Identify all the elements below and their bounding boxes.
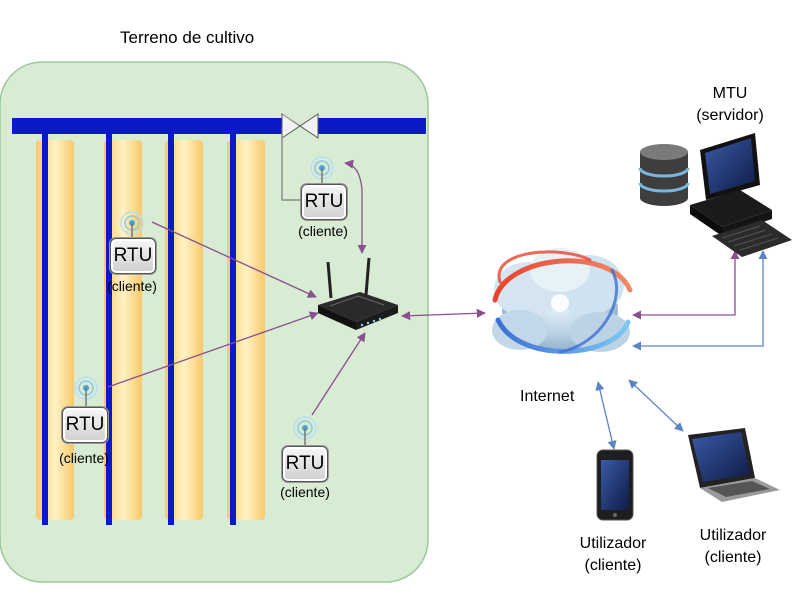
wifi-icon — [310, 156, 334, 188]
laptop-icon — [688, 428, 780, 502]
internet-phone-link — [595, 381, 617, 450]
internet-connections — [595, 250, 768, 450]
rtu-box: RTU — [62, 407, 108, 443]
field-title: Terreno de cultivo — [120, 28, 255, 47]
wifi-icon — [74, 376, 98, 406]
user-laptop-label: Utilizador — [699, 527, 767, 544]
user-phone-label: Utilizador — [579, 535, 647, 552]
crop-strip — [227, 140, 265, 520]
internet-laptop-link — [628, 379, 684, 432]
rtu-box: RTU — [110, 238, 156, 274]
wifi-icon — [120, 211, 144, 239]
rtu-top-link — [344, 159, 367, 254]
vertical-pipe — [42, 132, 48, 525]
internet-mtu-purple-link — [632, 250, 740, 320]
wifi-icon — [293, 416, 317, 446]
router-icon — [318, 257, 398, 330]
valve-icon — [281, 113, 319, 139]
rtu-bottom-link — [311, 332, 366, 416]
user-phone-sublabel: (cliente) — [584, 557, 642, 574]
main-pipe-right — [318, 118, 426, 134]
rtu-left-bottom-link — [107, 311, 319, 388]
mtu-label: MTU — [712, 85, 748, 102]
router-internet-link — [401, 308, 486, 321]
phone-icon — [596, 449, 634, 521]
main-pipe-left — [12, 118, 282, 134]
internet-mtu-blue-link — [632, 250, 768, 351]
rtu-sublabel: (cliente) — [280, 484, 330, 500]
vertical-pipe — [106, 132, 112, 525]
cloud-icon — [492, 248, 633, 354]
rtu-box: RTU — [282, 446, 328, 482]
irrigation-pipes — [12, 118, 426, 525]
rtu-sublabel: (cliente) — [107, 278, 157, 294]
mtu-sublabel: (servidor) — [696, 107, 764, 124]
rtu-sublabel: (cliente) — [298, 223, 348, 239]
rtu-sublabel: (cliente) — [59, 450, 109, 466]
user-laptop-sublabel: (cliente) — [704, 549, 762, 566]
valve-rtu-line — [281, 127, 302, 201]
desktop-computer-icon — [690, 133, 792, 257]
vertical-pipe — [168, 132, 174, 525]
internet-label: Internet — [520, 388, 575, 405]
crop-strip — [165, 140, 203, 520]
vertical-pipe — [230, 132, 236, 525]
server-icon — [638, 144, 690, 206]
rtu-connections — [107, 159, 740, 416]
rtu-box: RTU — [301, 184, 347, 220]
rtu-left-top-link — [151, 221, 317, 298]
